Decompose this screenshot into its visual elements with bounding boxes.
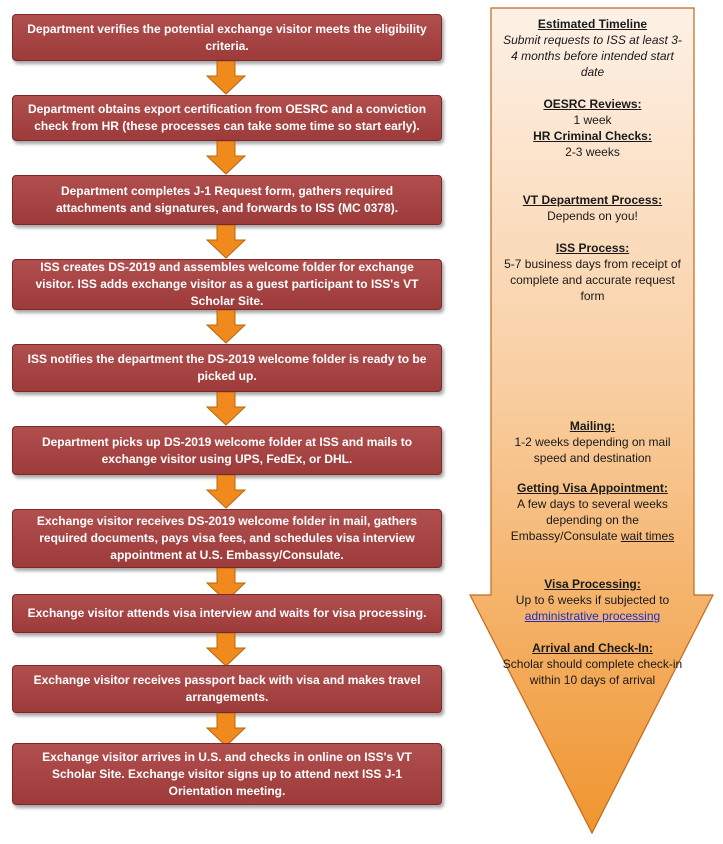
timeline-heading: Arrival and Check-In: — [532, 641, 653, 655]
timeline-hr: HR Criminal Checks: 2-3 weeks — [500, 128, 685, 160]
timeline-text: 5-7 business days from receipt of comple… — [504, 257, 681, 303]
timeline-heading: VT Department Process: — [522, 193, 663, 207]
timeline-heading: OESRC Reviews: — [543, 97, 642, 111]
timeline-mailing: Mailing: 1-2 weeks depending on mail spe… — [500, 418, 685, 466]
step-text: Department verifies the potential exchan… — [27, 21, 427, 53]
down-arrow-icon — [206, 310, 246, 344]
wait-times-link[interactable]: wait times — [620, 529, 675, 543]
step-text: ISS notifies the department the DS-2019 … — [27, 352, 427, 383]
timeline-text: Scholar should complete check-in within … — [502, 657, 683, 687]
timeline-text: Up to 6 weeks if subjected to — [515, 593, 670, 607]
timeline-heading: Visa Processing: — [544, 577, 641, 591]
timeline-text: 1-2 weeks depending on mail speed and de… — [514, 435, 671, 465]
timeline-heading: Mailing: — [569, 419, 616, 433]
timeline-text: 1 week — [573, 113, 612, 127]
step-text: ISS creates DS-2019 and assembles welcom… — [35, 260, 419, 308]
down-arrow-icon — [206, 475, 246, 509]
timeline-note: Submit requests to ISS at least 3-4 mont… — [503, 33, 682, 79]
step-text: Exchange visitor receives passport back … — [33, 673, 421, 704]
timeline-visa-processing: Visa Processing: Up to 6 weeks if subjec… — [500, 576, 685, 624]
timeline-visa-appointment: Getting Visa Appointment: A few days to … — [500, 480, 685, 544]
timeline-heading: Estimated Timeline — [537, 17, 648, 31]
step-visa-interview: Exchange visitor attends visa interview … — [12, 594, 442, 633]
timeline-text: A few days to several weeks depending on… — [510, 497, 668, 543]
step-text: Exchange visitor receives DS-2019 welcom… — [36, 514, 418, 562]
step-text: Exchange visitor attends visa interview … — [27, 606, 427, 620]
step-j1-request-form: Department completes J-1 Request form, g… — [12, 175, 442, 225]
down-arrow-icon — [206, 61, 246, 95]
down-arrow-icon — [206, 141, 246, 175]
timeline-heading: HR Criminal Checks: — [533, 129, 652, 143]
timeline-iss-process: ISS Process: 5-7 business days from rece… — [500, 240, 685, 304]
timeline-oesrc: OESRC Reviews: 1 week — [500, 96, 685, 128]
step-export-certification: Department obtains export certification … — [12, 95, 442, 141]
down-arrow-icon — [206, 568, 246, 602]
down-arrow-icon — [206, 225, 246, 259]
step-arrives-checks-in: Exchange visitor arrives in U.S. and che… — [12, 743, 442, 805]
step-receives-passport: Exchange visitor receives passport back … — [12, 665, 442, 713]
timeline-arrival: Arrival and Check-In: Scholar should com… — [500, 640, 685, 688]
administrative-processing-link[interactable]: administrative processing — [524, 609, 661, 623]
timeline-text: 2-3 weeks — [565, 145, 620, 159]
step-iss-notifies-department: ISS notifies the department the DS-2019 … — [12, 344, 442, 392]
step-text: Department obtains export certification … — [27, 102, 427, 133]
timeline-vt-department: VT Department Process: Depends on you! — [500, 192, 685, 224]
down-arrow-icon — [206, 633, 246, 667]
step-visitor-receives-folder: Exchange visitor receives DS-2019 welcom… — [12, 509, 442, 568]
step-text: Department completes J-1 Request form, g… — [55, 184, 399, 215]
step-verify-eligibility: Department verifies the potential exchan… — [12, 14, 442, 61]
timeline-heading: ISS Process: — [555, 241, 630, 255]
timeline-estimated: Estimated Timeline Submit requests to IS… — [500, 16, 685, 80]
timeline-heading: Getting Visa Appointment: — [517, 481, 668, 495]
step-text: Exchange visitor arrives in U.S. and che… — [42, 749, 412, 798]
timeline-text: Depends on you! — [547, 209, 638, 223]
down-arrow-icon — [206, 713, 246, 747]
down-arrow-icon — [206, 392, 246, 426]
step-department-mails-folder: Department picks up DS-2019 welcome fold… — [12, 426, 442, 475]
step-text: Department picks up DS-2019 welcome fold… — [41, 434, 413, 466]
step-iss-creates-ds2019: ISS creates DS-2019 and assembles welcom… — [12, 259, 442, 310]
